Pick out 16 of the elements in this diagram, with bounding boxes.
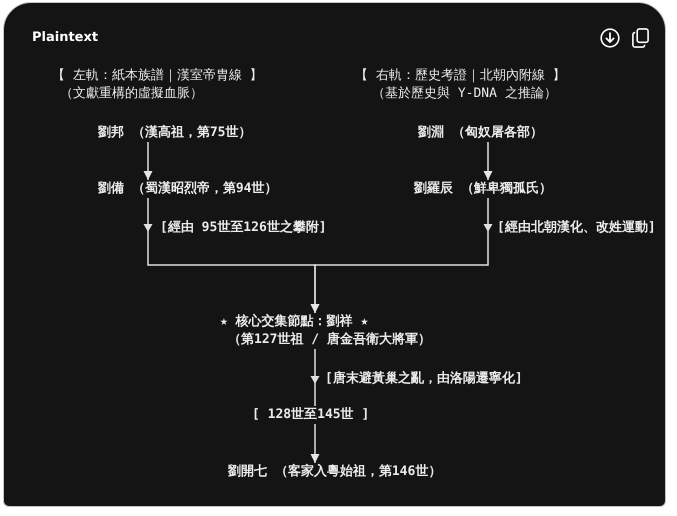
node-heading: ★ 核心交集節點：劉祥 ★ [220, 314, 368, 330]
generation-range-label: [ 128世至145世 ] [252, 407, 370, 423]
column-subtitle: （基於歷史與 Y-DNA 之推論） [372, 86, 557, 102]
edge-label: [唐末避黃巢之亂，由洛陽遷寧化] [325, 371, 523, 387]
code-language-label: Plaintext [32, 30, 98, 46]
column-heading: 【 左軌：紙本族譜｜漢室帝胄線 】 [52, 68, 263, 84]
person-label: 劉開七 （客家入粵始祖，第146世） [228, 464, 442, 480]
person-label: 劉邦 （漢高祖，第75世） [98, 125, 252, 141]
column-subtitle: （文獻重構的虛擬血脈） [60, 86, 203, 102]
person-label: 劉備 （蜀漢昭烈帝，第94世） [98, 181, 278, 197]
edge-label: [經由北朝漢化、改姓運動] [497, 220, 656, 236]
node-subtitle: （第127世祖 / 唐金吾衛大將軍） [228, 332, 431, 348]
person-label: 劉羅辰 （鮮卑獨孤氏） [414, 181, 552, 197]
column-heading: 【 右軌：歷史考證｜北朝內附線 】 [355, 68, 566, 84]
person-label: 劉淵 （匈奴屠各部） [418, 125, 543, 141]
edge-label: [經由 95世至126世之攀附] [160, 220, 327, 236]
